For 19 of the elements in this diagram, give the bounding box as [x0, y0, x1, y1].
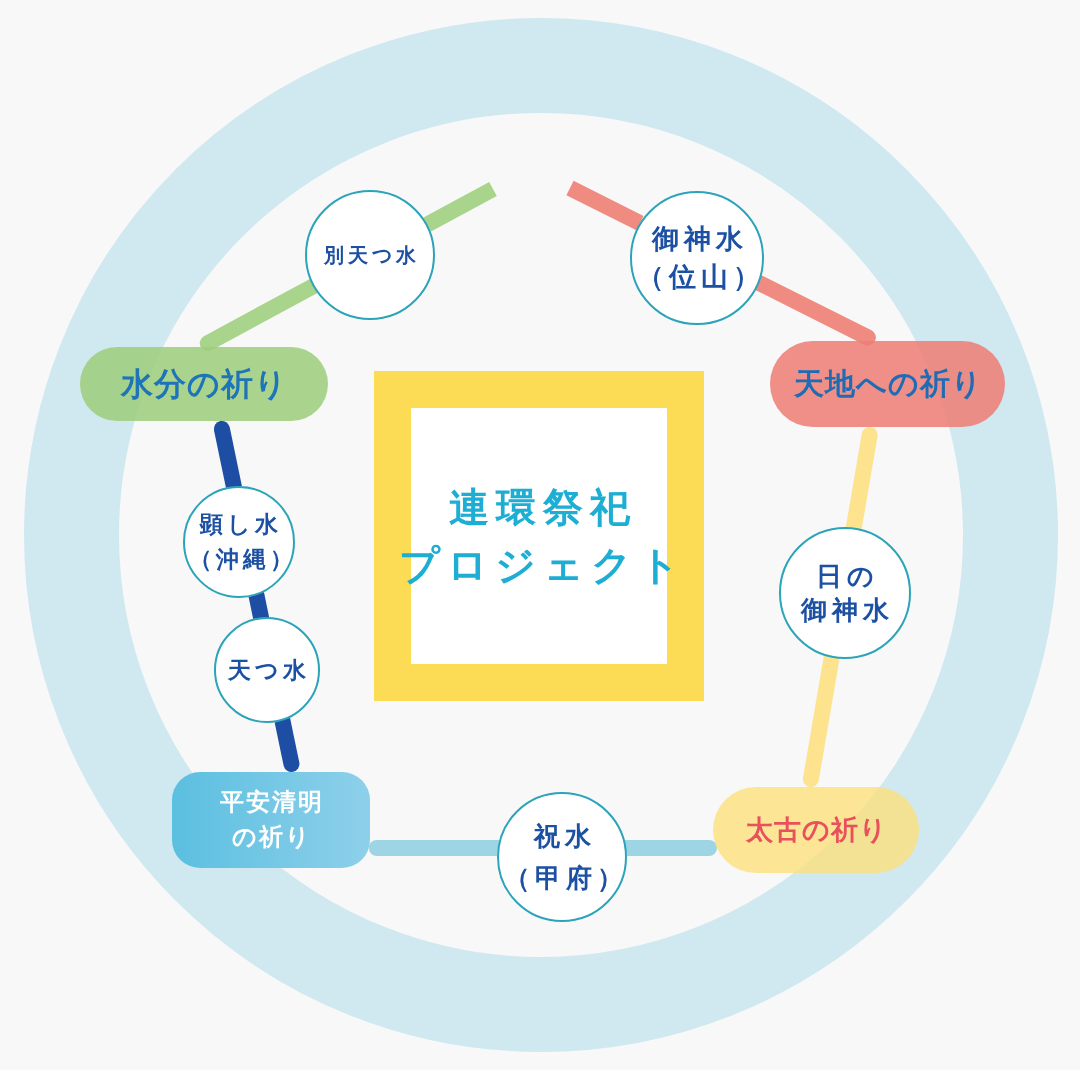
- connector-bar: [802, 655, 840, 788]
- connector-bar: [248, 592, 270, 619]
- pill-box: 太古の祈り: [713, 787, 919, 873]
- pill-box: 天地への祈り: [770, 341, 1005, 427]
- pill-box: 平安清明の祈り: [172, 772, 370, 868]
- connector-bar: [845, 427, 878, 530]
- connector-bar: [566, 180, 644, 231]
- connector-bar: [274, 717, 300, 772]
- circle-node: 日の御神水: [779, 527, 911, 659]
- connector-bar: [368, 840, 500, 856]
- connector-bar: [624, 840, 717, 856]
- connector-bar: [213, 420, 242, 488]
- pill-box: 水分の祈り: [80, 347, 328, 421]
- circle-node: 顕し水（沖縄）: [183, 486, 295, 598]
- circle-node: 天つ水: [214, 617, 320, 723]
- circle-node: 別天つ水: [305, 190, 435, 320]
- circle-node: 祝水（甲府）: [497, 792, 627, 922]
- circle-node: 御神水（位山）: [630, 191, 764, 325]
- connector-bar: [423, 181, 497, 232]
